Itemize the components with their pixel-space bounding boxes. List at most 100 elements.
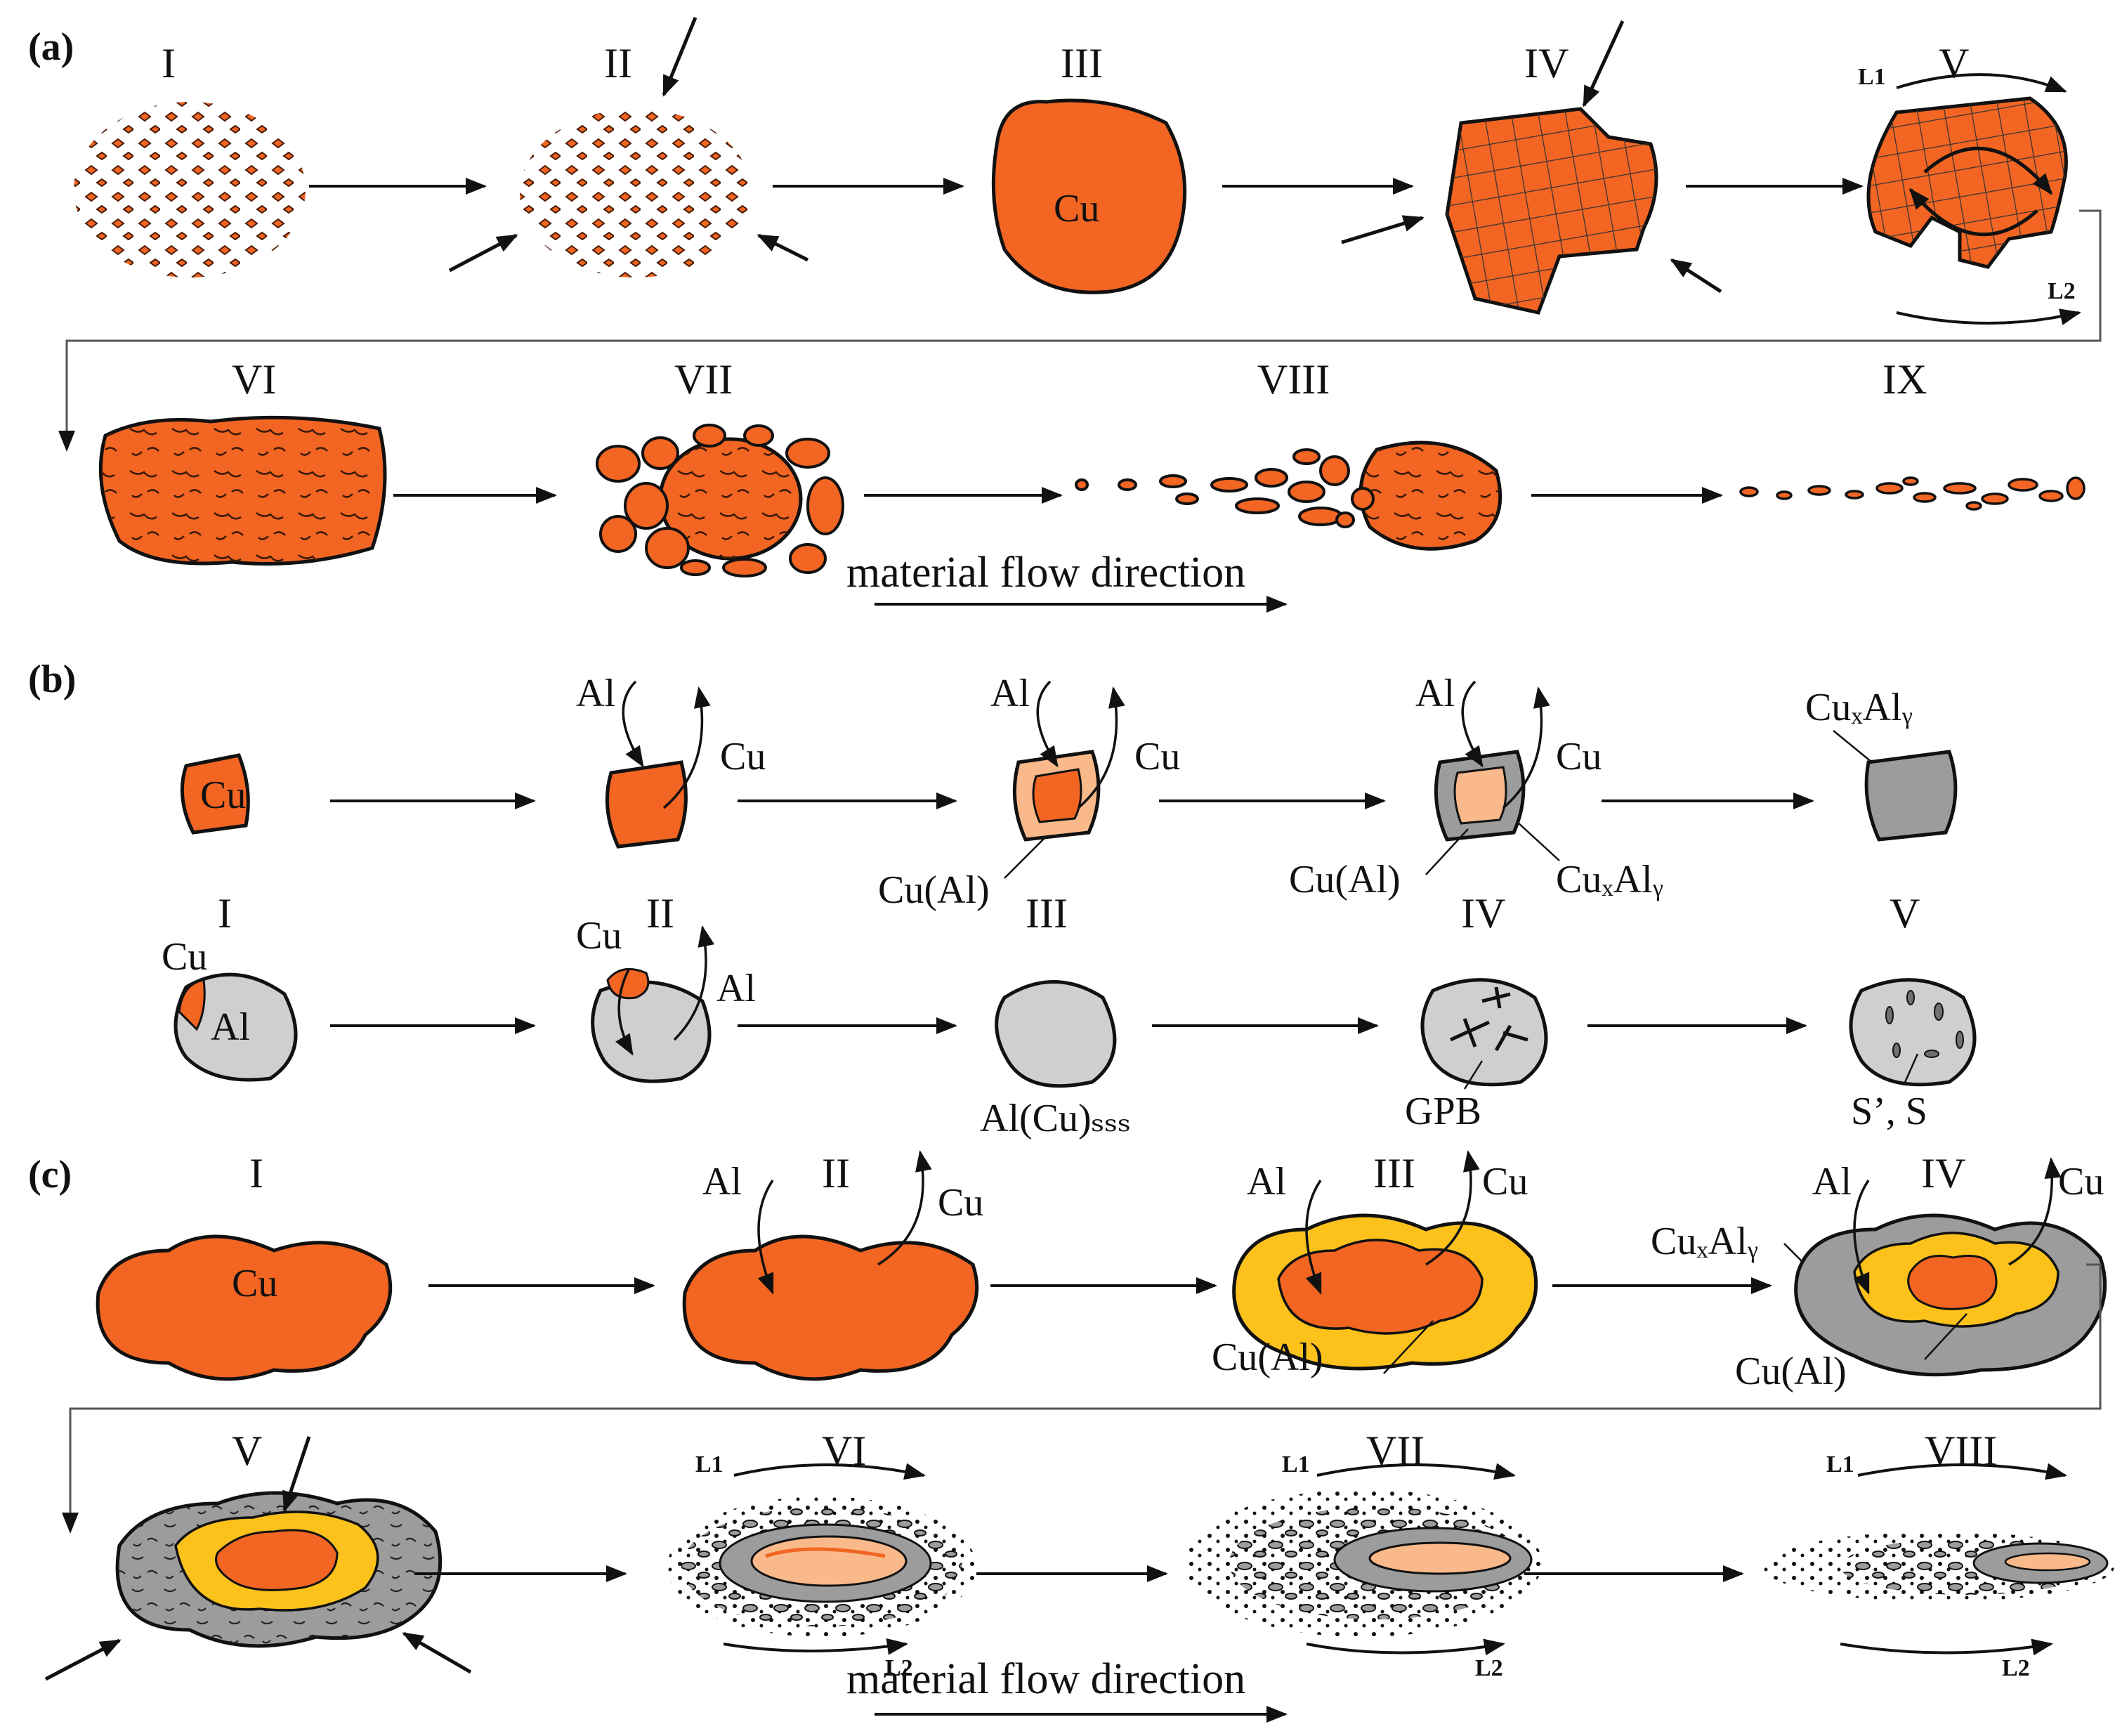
- c-cu-diffusion-arrow: [2008, 1157, 2062, 1266]
- a-powder-cluster-2: [520, 109, 752, 278]
- c-rotation-arrow-l1: [733, 1463, 926, 1480]
- b-cual-label: Cu(Al): [1289, 858, 1401, 901]
- c-cu-particle: [96, 1234, 393, 1381]
- c-force-arrow: [44, 1638, 122, 1681]
- b-al-particle: [173, 972, 298, 1082]
- b-al-ss-particle: [995, 980, 1117, 1088]
- a-powder-cluster-1: [74, 102, 306, 278]
- c-l2-label: L2: [2002, 1655, 2030, 1681]
- b-stage4-core: [1453, 766, 1507, 825]
- b-leader-line: [1004, 835, 1047, 879]
- c-al-diffusion-arrow: [1305, 1180, 1322, 1295]
- b-gpb-label: GPB: [1405, 1090, 1481, 1133]
- b-s-precipitates: [1885, 990, 1964, 1058]
- c-force-arrow: [402, 1631, 472, 1674]
- panel-label-a: (a): [28, 25, 74, 69]
- b-cuxaly-particle: [1864, 750, 1958, 842]
- c-stage-4: IV: [1921, 1150, 1965, 1196]
- c-l1-label: L1: [1826, 1451, 1854, 1477]
- b-leader-line: [1517, 821, 1560, 861]
- c-stage-3: III: [1373, 1150, 1415, 1196]
- c-al-label: Al: [1812, 1160, 1852, 1203]
- a-stage-1: I: [162, 40, 176, 86]
- b-s-phase-particle: [1849, 978, 1977, 1087]
- c-stage-8: VIII: [1925, 1428, 1997, 1474]
- b-cuxaly-label: CuₓAlᵧ: [1556, 858, 1663, 901]
- b-cu-out-label: Cu: [1556, 735, 1602, 778]
- c-stage2-particle: [682, 1234, 979, 1381]
- b-cu-diffusion-arrow: [1077, 686, 1125, 809]
- c-al-label: Al: [1247, 1160, 1286, 1203]
- b-cu-out-label: Cu: [1134, 735, 1180, 778]
- a-l2-label: L2: [2048, 278, 2076, 304]
- c-al-diffusion-arrow: [757, 1180, 774, 1295]
- a-force-arrow: [1670, 258, 1722, 294]
- a-force-arrow: [1582, 20, 1625, 107]
- b-al-ss-label: Al(Cu)ₛₛₛ: [980, 1097, 1131, 1140]
- b-gpb-zones: [1449, 986, 1528, 1052]
- b-al-label: Al: [576, 672, 615, 715]
- a-rotation-arrow-l2: [1896, 308, 2081, 325]
- c-leader-line: [1924, 1313, 1967, 1360]
- b-cu-diffusion-arrow: [615, 969, 634, 1056]
- b-stage2-particle: [605, 760, 688, 849]
- b-al-out-label: Al: [716, 967, 756, 1010]
- c-al-label: Al: [702, 1160, 742, 1203]
- b-al-diffusion-arrow: [1461, 680, 1484, 768]
- c-stage-5: V: [232, 1428, 262, 1474]
- c-stage4-core: [1907, 1255, 1998, 1310]
- c-rotation-arrow-l1: [1316, 1463, 1516, 1480]
- a-flattened-cracks: [100, 417, 386, 564]
- a-rotation-arrow: [1923, 146, 2052, 195]
- b-cu-label-bottom: Cu: [576, 914, 622, 958]
- c-cu-label: Cu: [232, 1262, 277, 1305]
- b-stage-1: I: [218, 890, 232, 936]
- a-rotation-arrow-l1: [1896, 73, 2067, 93]
- a-force-arrow: [1341, 215, 1425, 244]
- a-stage-4: IV: [1524, 40, 1569, 86]
- b-cu-particle: [180, 753, 250, 835]
- b-cu-diffusion-arrow: [1502, 686, 1550, 809]
- b-stage-4: IV: [1461, 890, 1505, 936]
- a-cu-particle: [991, 98, 1187, 294]
- a-stage-5: V: [1939, 40, 1969, 86]
- b-al-label: Al: [1415, 672, 1455, 715]
- c-rotation-arrow-l2: [1840, 1638, 2053, 1656]
- a-fragmenting-cracks: [660, 439, 801, 559]
- a-l1-label: L1: [1858, 64, 1886, 90]
- a-deformation-grid: [1447, 109, 1656, 313]
- a-stage-7: VII: [674, 356, 733, 403]
- b-stage2-al-particle: [591, 980, 712, 1083]
- c-stage-1: I: [249, 1150, 263, 1196]
- b-cu-out-label: Cu: [720, 735, 766, 778]
- b-leader-line: [1463, 1060, 1484, 1090]
- c-stage-2: II: [822, 1150, 850, 1196]
- c-leader-line: [1383, 1320, 1434, 1374]
- b-cuxaly-final-label: CuₓAlᵧ: [1805, 686, 1913, 729]
- c-flow-label: material flow direction: [846, 1655, 1245, 1703]
- b-stage3-core: [1032, 768, 1082, 823]
- a-stage-3: III: [1061, 40, 1103, 86]
- a-stage-6: VI: [232, 356, 276, 403]
- a-stage-8: VIII: [1257, 356, 1330, 403]
- a-force-arrow: [757, 233, 809, 262]
- c-cu-out-label: Cu: [1482, 1160, 1528, 1203]
- c-stage6-cu-remnant: [765, 1547, 886, 1558]
- c-l2-label: L2: [885, 1655, 913, 1681]
- c-stage6-core: [750, 1535, 908, 1587]
- c-rotation-arrow-l2: [1306, 1638, 1505, 1656]
- b-cu-cap-label: Cu: [162, 935, 207, 979]
- b-leader-line: [1425, 828, 1469, 875]
- c-force-arrow: [282, 1436, 311, 1513]
- b-stage2-cu-cap: [606, 967, 650, 1000]
- b-cu-label: Cu: [200, 774, 246, 817]
- c-cu-out-label: Cu: [2058, 1160, 2104, 1203]
- c-cu-diffusion-arrow: [877, 1150, 932, 1266]
- c-stage7-core: [1368, 1541, 1512, 1575]
- c-l2-label: L2: [1475, 1655, 1503, 1681]
- a-fragments-ring: [596, 424, 844, 577]
- c-cu-diffusion-arrow: [1425, 1150, 1480, 1266]
- c-stage3-core: [1277, 1239, 1484, 1335]
- c-stage5-core: [215, 1529, 339, 1591]
